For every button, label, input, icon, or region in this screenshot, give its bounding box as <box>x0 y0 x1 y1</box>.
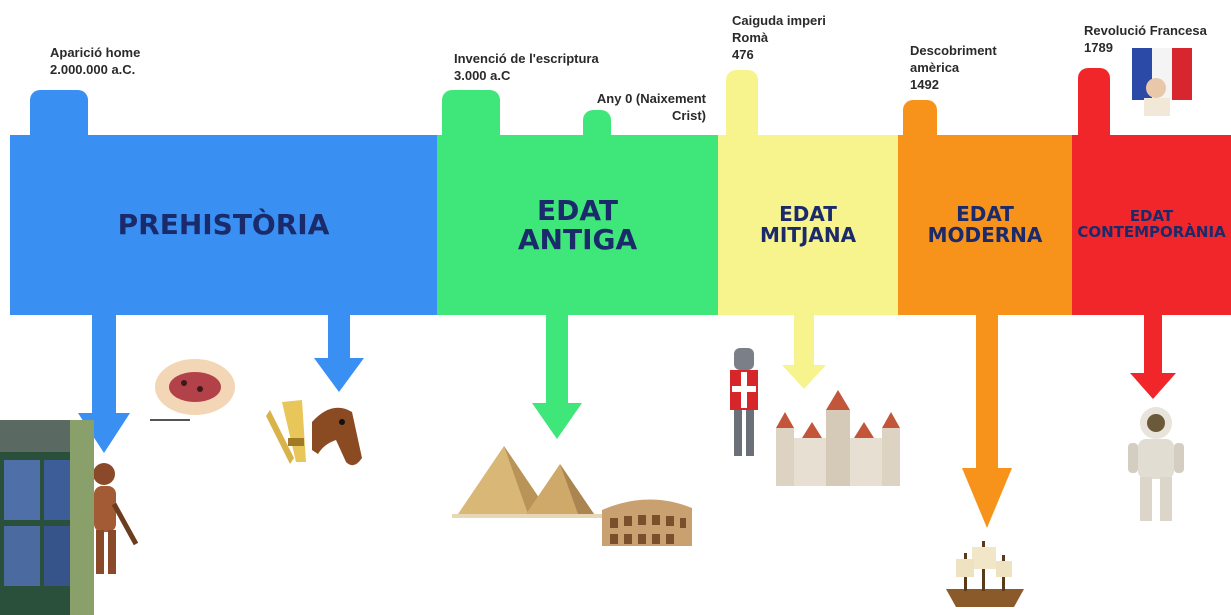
colosseum-icon <box>602 499 692 546</box>
arrow-prehistoria-1 <box>92 315 116 415</box>
band-edat-antiga: EDAT ANTIGA <box>437 135 718 315</box>
castle-icon <box>776 390 900 486</box>
band-label-edat-mitjana: EDAT MITJANA <box>759 202 857 247</box>
cave-painting-icon <box>150 359 235 421</box>
event-invencio-escriptura: Invenció de l'escriptura 3.000 a.C <box>454 51 599 83</box>
shop-photo-icon <box>0 420 94 615</box>
band-label-edat-contemporania: EDAT CONTEMPORÀNIA <box>1077 207 1226 241</box>
wheat-horse-icon <box>266 400 362 466</box>
arrow-head-edat-moderna <box>962 468 1012 528</box>
band-label-edat-antiga: EDAT ANTIGA <box>517 193 638 256</box>
band-edat-contemporania: EDAT CONTEMPORÀNIA <box>1072 135 1231 315</box>
event-caiguda-roma: Caiguda imperi Romà 476 <box>732 13 826 62</box>
liberty-flag-icon <box>1132 48 1192 116</box>
arrow-edat-mitjana <box>794 315 814 367</box>
event-descobriment-america: Descobriment amèrica 1492 <box>910 43 997 92</box>
tab-caiguda-roma <box>726 70 758 140</box>
arrow-head-prehistoria-2 <box>314 358 364 392</box>
arrow-edat-moderna <box>976 315 998 470</box>
band-label-edat-moderna: EDAT MODERNA <box>927 202 1043 247</box>
tab-descobriment-america <box>903 100 937 140</box>
pyramids-icon <box>452 446 602 518</box>
arrow-head-edat-antiga <box>532 403 582 439</box>
band-edat-moderna: EDAT MODERNA <box>898 135 1072 315</box>
arrow-head-edat-mitjana <box>782 365 826 389</box>
band-prehistoria: PREHISTÒRIA <box>10 135 437 315</box>
astronaut-icon <box>1128 407 1184 521</box>
tab-invencio-escriptura <box>442 90 500 140</box>
event-any-0: Any 0 (Naixement Crist) <box>596 91 706 123</box>
band-edat-mitjana: EDAT MITJANA <box>718 135 898 315</box>
event-revolucio-francesa: Revolució Francesa 1789 <box>1084 23 1207 55</box>
caravel-ship-icon <box>946 541 1024 607</box>
caveman-icon <box>93 463 139 574</box>
arrow-edat-antiga <box>546 315 568 405</box>
band-label-prehistoria: PREHISTÒRIA <box>117 208 330 242</box>
event-aparicio-home: Aparició home 2.000.000 a.C. <box>50 45 141 77</box>
knight-icon <box>730 348 758 456</box>
tab-aparicio-home <box>30 90 88 140</box>
arrow-edat-contemporania <box>1144 315 1162 375</box>
tab-revolucio-francesa <box>1078 68 1110 140</box>
arrow-head-edat-contemporania <box>1130 373 1176 399</box>
arrow-prehistoria-2 <box>328 315 350 360</box>
